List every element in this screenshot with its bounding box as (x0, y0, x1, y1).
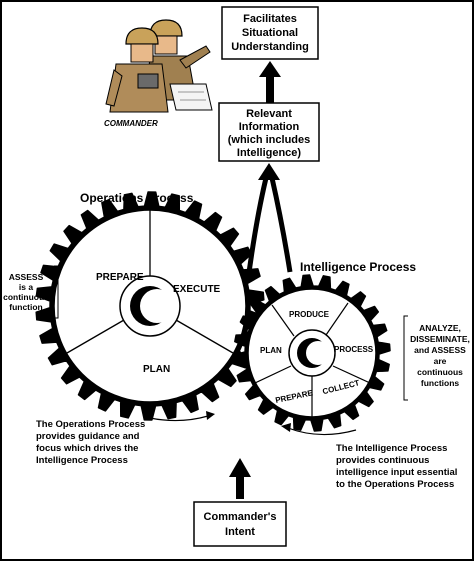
intel-caption-line2: provides continuous (336, 455, 429, 466)
box-mid-line4: Intelligence) (237, 147, 302, 159)
analyze-note-line3: and ASSESS (414, 345, 466, 355)
box-commanders-intent (193, 501, 287, 547)
intelligence-produce-label: PRODUCE (289, 310, 330, 319)
intel-caption-line3: intelligence input essential (336, 467, 457, 478)
intelligence-divider-1 (325, 302, 349, 336)
box-top-line3: Understanding (231, 41, 309, 53)
operations-divider-right (175, 319, 234, 354)
intelligence-divider-4 (254, 365, 292, 384)
arrowhead-into-info (258, 163, 280, 180)
assess-bracket (54, 265, 59, 319)
intel-input-arrow (281, 423, 357, 436)
arrow-gears-to-info (245, 177, 293, 281)
commander-illustration (105, 19, 213, 113)
analyze-note-line5: continuous (417, 367, 463, 377)
analyze-note-line2: DISSEMINATE, (410, 334, 470, 344)
operations-execute-label: EXECUTE (173, 284, 221, 295)
analyze-note-line1: ANALYZE, (419, 323, 461, 333)
operations-prepare-label: PREPARE (96, 272, 144, 283)
ops-caption-line4: Intelligence Process (36, 455, 128, 466)
ops-caption-line2: provides guidance and (36, 431, 140, 442)
assess-note-line3: continuous (3, 292, 49, 302)
analyze-bracket (403, 315, 408, 401)
box-mid-line2: Information (239, 121, 300, 133)
intelligence-plan-label: PLAN (260, 346, 282, 355)
arrow-intent-to-gears (229, 458, 251, 499)
operations-hub-highlight (140, 289, 174, 323)
analyze-note-line4: are (434, 356, 447, 366)
intelligence-divider-3 (332, 365, 371, 384)
box-mid-line3: (which includes (228, 134, 311, 146)
intelligence-gear (233, 274, 391, 432)
arrow-info-to-understanding (259, 61, 281, 103)
intent-line2: Intent (225, 526, 255, 538)
ops-guidance-arrow (149, 411, 215, 422)
intelligence-divider-2 (271, 304, 295, 337)
box-top-line2: Situational (242, 27, 298, 39)
assess-note-line2: is a (19, 282, 33, 292)
box-mid-line1: Relevant (246, 108, 292, 120)
commander-label: COMMANDER (104, 119, 158, 128)
operations-gear (35, 191, 265, 421)
intent-line1: Commander's (204, 511, 277, 523)
ops-caption-line3: focus which drives the (36, 443, 138, 454)
operations-plan-label: PLAN (143, 364, 170, 375)
operations-divider-left (66, 319, 125, 354)
intel-caption-line1: The Intelligence Process (336, 443, 447, 454)
intel-caption-line4: to the Operations Process (336, 479, 454, 490)
ops-caption-line1: The Operations Process (36, 419, 145, 430)
analyze-note-line6: functions (421, 378, 460, 388)
intelligence-hub-highlight (306, 341, 330, 365)
box-top-line1: Facilitates (243, 13, 297, 25)
intelligence-process-label: PROCESS (334, 345, 374, 354)
box-situational-understanding (221, 6, 319, 60)
intelligence-process-title: Intelligence Process (300, 260, 416, 274)
assess-note-line1: ASSESS (9, 272, 44, 282)
assess-note-line4: function (9, 302, 43, 312)
